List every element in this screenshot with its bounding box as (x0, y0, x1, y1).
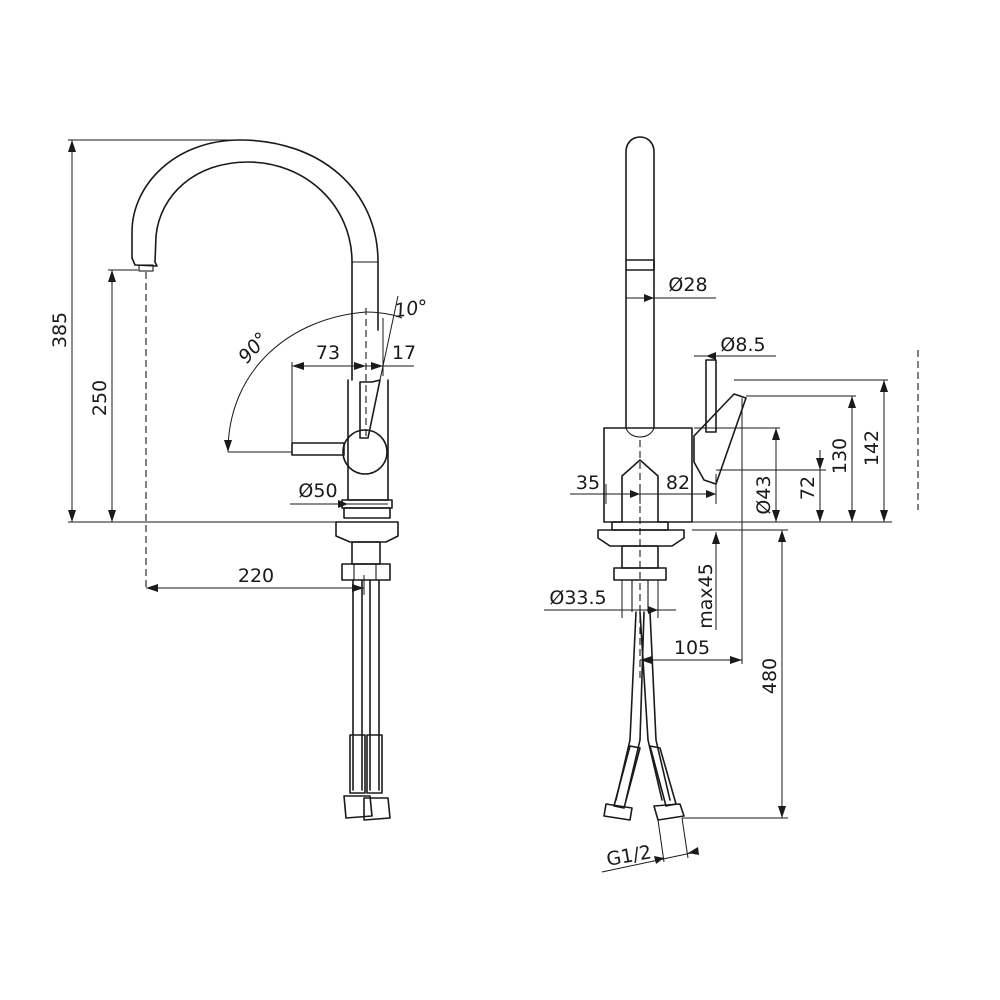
body-circle (342, 429, 388, 475)
nut (341, 563, 391, 581)
dim-35: 35 (576, 472, 600, 494)
dim-73: 73 (316, 342, 340, 364)
body-outline (347, 379, 389, 501)
front-fitting-left (613, 745, 641, 809)
front-view: Ø28 Ø8.5 35 82 Ø43 72 130 (544, 136, 919, 873)
lever-stem (705, 359, 717, 433)
angle-90: 90° (234, 328, 273, 368)
dim-72: 72 (797, 476, 819, 500)
side-view: 385 250 220 73 17 90° 10° (49, 139, 429, 821)
side-lever (291, 442, 345, 456)
dim-d43: Ø43 (753, 475, 775, 514)
spout-column (625, 136, 655, 429)
hose-end-left (343, 795, 373, 819)
front-flange (597, 529, 685, 547)
dim-220: 220 (238, 565, 274, 587)
front-end-right (653, 803, 685, 821)
thread-g1-2: G1/2 (605, 841, 653, 871)
front-body-inner (625, 427, 655, 438)
spout-inner (154, 161, 353, 381)
front-nut (613, 567, 667, 581)
spout-outer (131, 139, 379, 331)
dim-82: 82 (666, 472, 690, 494)
dim-250: 250 (89, 380, 111, 416)
front-hose-right (639, 611, 671, 801)
lever-top (359, 379, 381, 439)
dim-480: 480 (759, 658, 781, 694)
hose-fitting-left (349, 734, 366, 794)
spout-outlet (625, 259, 655, 271)
front-lever (693, 393, 747, 485)
dim-d8-5: Ø8.5 (720, 334, 765, 356)
aerator (138, 264, 154, 272)
hose-fitting-right (366, 734, 383, 794)
front-fitting-right (649, 745, 677, 807)
dim-d33-5: Ø33.5 (549, 587, 606, 609)
hose-right (369, 579, 380, 791)
shank (351, 541, 381, 565)
dim-d28: Ø28 (668, 274, 707, 296)
hose-end-right (363, 797, 391, 821)
dim-385: 385 (49, 312, 71, 348)
dim-max45: max45 (695, 563, 717, 629)
base-ring-2 (343, 507, 391, 519)
flange (335, 521, 399, 543)
dim-d50: Ø50 (298, 480, 337, 502)
dim-130: 130 (829, 438, 851, 474)
dim-105: 105 (674, 637, 710, 659)
dim-142: 142 (861, 430, 883, 466)
angle-10: 10° (393, 296, 429, 322)
hose-left (352, 579, 363, 791)
front-end-left (603, 803, 633, 821)
dim-17: 17 (392, 342, 416, 364)
